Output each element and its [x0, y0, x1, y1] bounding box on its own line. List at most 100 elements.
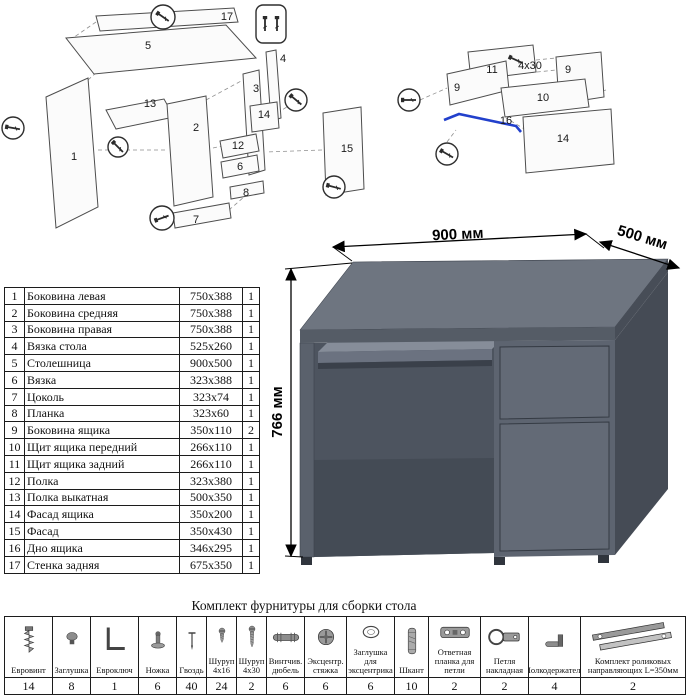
- part-size: 750x388: [179, 287, 243, 305]
- hardware-item-qty: 40: [176, 677, 207, 695]
- hardware-item: Винтчив. дюбель: [266, 616, 305, 678]
- width-dimension-arrow: [331, 228, 588, 253]
- part-size: 750x388: [179, 320, 243, 339]
- hardware-item-label: Комплект роликовых направляющих L=350мм: [587, 655, 679, 675]
- part-qty: 1: [242, 320, 260, 339]
- part-name: Фасад: [24, 522, 180, 540]
- part-qty: 1: [242, 538, 260, 557]
- confirmat-screw-icon: [6, 618, 52, 666]
- part-name: Планка: [24, 404, 180, 423]
- diagram-part-label: 8: [243, 187, 249, 199]
- desk-top: [299, 258, 669, 331]
- part-size: 350x430: [179, 522, 243, 540]
- desk-top-front-edge: [300, 327, 615, 343]
- part-name: Щит ящика передний: [24, 438, 180, 456]
- nail-icon: [178, 618, 206, 666]
- wood-dowel-icon: [396, 618, 428, 666]
- desk-foot: [494, 557, 505, 565]
- hardware-item-qty: 1: [90, 677, 139, 695]
- keyboard-tray-front: [318, 349, 492, 363]
- diagram-part-label: 2: [193, 122, 199, 134]
- diagram-part-label: 4x30: [518, 60, 542, 72]
- part-size: 675x350: [179, 555, 243, 574]
- hardware-item: Полкодержатель: [528, 616, 581, 678]
- hardware-item: Ответная планка для петли: [428, 616, 481, 678]
- part-qty: 1: [242, 555, 260, 574]
- hardware-item: Комплект роликовых направляющих L=350мм: [580, 616, 686, 678]
- roller-guide-highlight: [443, 112, 522, 133]
- hex-key-icon: [92, 618, 138, 666]
- screw-short-icon: [208, 618, 236, 657]
- part-size: 266x110: [179, 454, 243, 473]
- hardware-item-label: Заглушка: [54, 664, 89, 675]
- cam-lock-icon: [306, 618, 346, 657]
- part-name: Щит ящика задний: [24, 454, 180, 473]
- cam-cap-icon: [348, 618, 394, 648]
- part-name: Боковина ящика: [24, 421, 180, 440]
- part-size: 323x74: [179, 387, 243, 406]
- hardware-item-label: Шуруп 4x30: [238, 655, 265, 675]
- diagram-part-label: 9: [454, 82, 460, 94]
- part-qty: 1: [242, 438, 260, 456]
- part-middle-side: [166, 95, 214, 207]
- desk-foot: [301, 557, 312, 565]
- width-dimension-label: 900 мм: [432, 225, 484, 244]
- desk-interior-shadow: [314, 458, 494, 557]
- hardware-item-label: Евроключ: [96, 664, 133, 675]
- part-qty: 1: [242, 404, 260, 423]
- diagram-part-label: 16: [500, 115, 512, 127]
- hardware-item-qty: 4: [528, 677, 581, 695]
- hardware-item-label: Полкодержатель: [530, 664, 581, 675]
- depth-dimension-label: 500 мм: [615, 222, 669, 253]
- part-number: 1: [4, 287, 25, 305]
- drawer-front: [499, 345, 610, 420]
- diagram-part-label: 15: [341, 143, 353, 155]
- part-name: Фасад ящика: [24, 505, 180, 524]
- diagram-part-label: 14: [557, 133, 569, 145]
- part-size: 750x388: [179, 303, 243, 322]
- desk-top-right-edge: [615, 259, 668, 340]
- part-qty: 1: [242, 488, 260, 507]
- diagram-part-label: 5: [145, 40, 151, 52]
- part-qty: 1: [242, 505, 260, 524]
- hardware-item: Петля накладная: [480, 616, 529, 678]
- part-tie: [220, 154, 260, 179]
- desk-right-panel: [615, 272, 668, 555]
- part-qty: 1: [242, 387, 260, 406]
- part-size: 346x295: [179, 538, 243, 557]
- part-size: 350x200: [179, 505, 243, 524]
- part-number: 3: [4, 320, 25, 339]
- part-qty: 1: [242, 303, 260, 322]
- part-name: Полка выкатная: [24, 488, 180, 507]
- part-number: 5: [4, 354, 25, 372]
- part-number: 10: [4, 438, 25, 456]
- diagram-part-label: 3: [253, 83, 259, 95]
- part-number: 2: [4, 303, 25, 322]
- hardware-item-label: Шуруп 4x16: [208, 655, 235, 675]
- part-name: Стенка задняя: [24, 555, 180, 574]
- part-tabletop: [65, 24, 258, 75]
- part-plinth: [172, 202, 232, 229]
- part-shelf: [219, 133, 260, 159]
- part-number: 4: [4, 337, 25, 356]
- hardware-item-label: Заглушка для эксцентрика: [348, 646, 393, 675]
- diagram-part-label: 14: [258, 109, 270, 121]
- hardware-item-label: Ответная планка для петли: [434, 646, 475, 675]
- part-name: Цоколь: [24, 387, 180, 406]
- hardware-item-qty: 6: [138, 677, 177, 695]
